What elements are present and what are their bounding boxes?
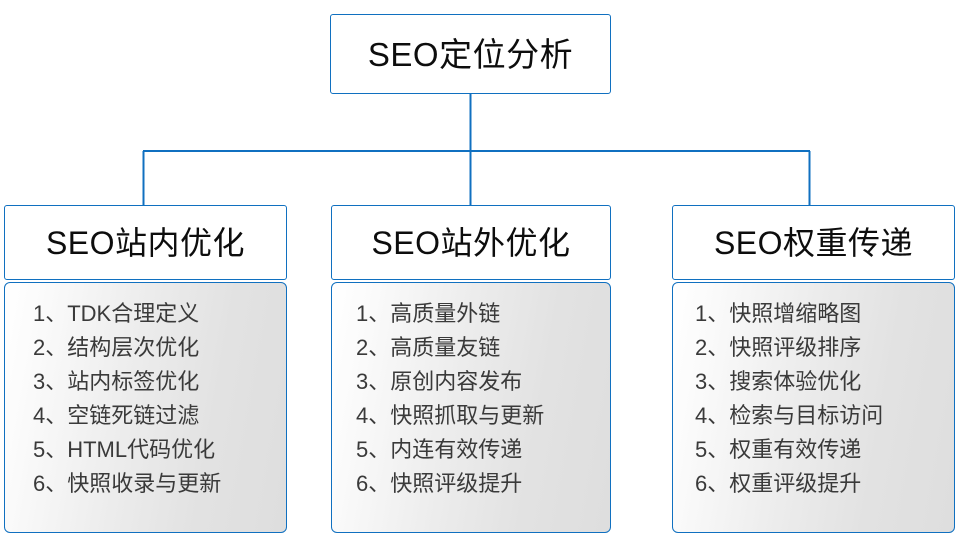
branch-1-header[interactable]: SEO站内优化 <box>4 205 287 280</box>
list-item: 3、站内标签优化 <box>33 369 200 394</box>
branch-column-1: SEO站内优化 1、TDK合理定义 2、结构层次优化 3、站内标签优化 4、空链… <box>4 205 287 533</box>
list-item: 5、内连有效传递 <box>356 437 523 462</box>
branch-2-header[interactable]: SEO站外优化 <box>331 205 611 280</box>
list-item: 5、权重有效传递 <box>695 437 862 462</box>
branch-1-title: SEO站内优化 <box>45 224 246 261</box>
branch-2-body: 1、高质量外链 2、高质量友链 3、原创内容发布 4、快照抓取与更新 5、内连有… <box>331 282 611 533</box>
list-item: 5、HTML代码优化 <box>33 437 216 462</box>
list-item: 2、结构层次优化 <box>33 335 200 360</box>
root-node[interactable]: SEO定位分析 <box>330 14 611 94</box>
list-item: 1、高质量外链 <box>356 301 501 326</box>
branch-3-header[interactable]: SEO权重传递 <box>672 205 955 280</box>
branch-1-body: 1、TDK合理定义 2、结构层次优化 3、站内标签优化 4、空链死链过滤 5、H… <box>4 282 287 533</box>
branch-3-title: SEO权重传递 <box>713 224 914 261</box>
branch-2-item-list: 1、高质量外链 2、高质量友链 3、原创内容发布 4、快照抓取与更新 5、内连有… <box>332 297 610 501</box>
branch-1-item-list: 1、TDK合理定义 2、结构层次优化 3、站内标签优化 4、空链死链过滤 5、H… <box>5 297 286 501</box>
root-node-title: SEO定位分析 <box>367 35 574 73</box>
branch-column-3: SEO权重传递 1、快照增缩略图 2、快照评级排序 3、搜索体验优化 4、检索与… <box>672 205 955 533</box>
branch-column-2: SEO站外优化 1、高质量外链 2、高质量友链 3、原创内容发布 4、快照抓取与… <box>331 205 611 533</box>
branch-2-title: SEO站外优化 <box>371 224 571 261</box>
list-item: 6、快照评级提升 <box>356 471 523 496</box>
branch-3-item-list: 1、快照增缩略图 2、快照评级排序 3、搜索体验优化 4、检索与目标访问 5、权… <box>673 297 954 501</box>
list-item: 3、搜索体验优化 <box>695 369 862 394</box>
list-item: 2、快照评级排序 <box>695 335 862 360</box>
list-item: 3、原创内容发布 <box>356 369 523 394</box>
branch-3-body: 1、快照增缩略图 2、快照评级排序 3、搜索体验优化 4、检索与目标访问 5、权… <box>672 282 955 533</box>
list-item: 4、快照抓取与更新 <box>356 403 545 428</box>
list-item: 6、快照收录与更新 <box>33 471 222 496</box>
list-item: 1、TDK合理定义 <box>33 301 200 326</box>
list-item: 1、快照增缩略图 <box>695 301 862 326</box>
list-item: 2、高质量友链 <box>356 335 501 360</box>
list-item: 6、权重评级提升 <box>695 471 862 496</box>
list-item: 4、空链死链过滤 <box>33 403 200 428</box>
list-item: 4、检索与目标访问 <box>695 403 884 428</box>
